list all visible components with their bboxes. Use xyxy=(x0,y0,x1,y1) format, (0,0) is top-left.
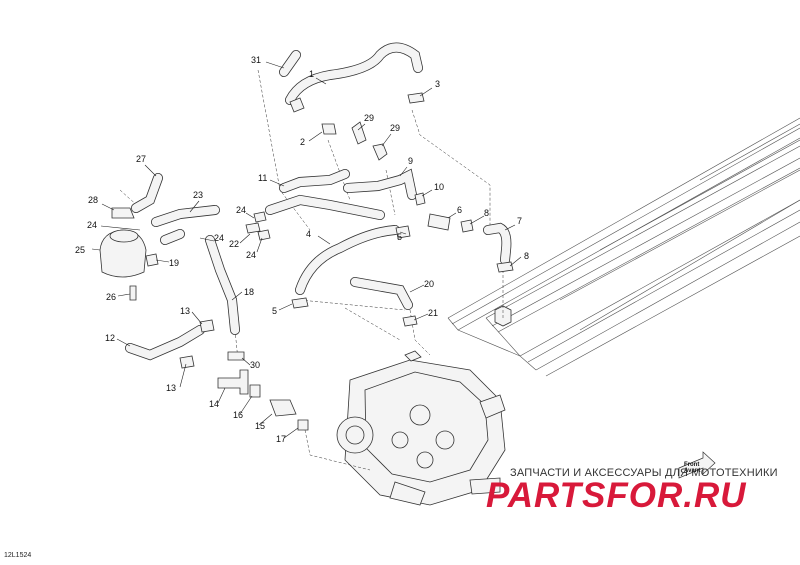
callout-14: 14 xyxy=(209,399,219,409)
callout-29a: 29 xyxy=(364,113,374,123)
callout-24a: 24 xyxy=(87,220,97,230)
clamp-13b xyxy=(179,355,195,369)
fitting-22 xyxy=(245,222,261,234)
hose-4 xyxy=(295,225,400,295)
callout-11: 11 xyxy=(258,173,267,183)
clamp-5b xyxy=(291,297,309,309)
front-label: Front xyxy=(684,462,699,468)
callout-1: 1 xyxy=(309,69,314,79)
hose-1 xyxy=(285,42,423,105)
reservoir-25 xyxy=(99,229,147,278)
hose-27 xyxy=(131,173,163,213)
callout-23: 23 xyxy=(193,190,203,200)
clamp-29a xyxy=(351,121,367,145)
arrow-icon xyxy=(678,451,716,479)
callout-13a: 13 xyxy=(180,306,190,316)
callout-9: 9 xyxy=(408,156,413,166)
diagram-id: 12L1524 xyxy=(4,552,32,559)
hose-23 xyxy=(151,205,220,227)
sleeve-15 xyxy=(269,399,297,417)
callout-2: 2 xyxy=(300,137,305,147)
clamp-30 xyxy=(227,351,245,361)
callout-18: 18 xyxy=(244,287,254,297)
callout-15: 15 xyxy=(255,421,265,431)
callout-3: 3 xyxy=(435,79,440,89)
callout-24b: 24 xyxy=(214,233,224,243)
callout-21: 21 xyxy=(428,308,438,318)
callout-5b: 5 xyxy=(272,306,277,316)
clamp-5a xyxy=(395,225,411,239)
clamp-2 xyxy=(321,123,337,135)
callout-6: 6 xyxy=(457,205,462,215)
hose-24a xyxy=(160,229,185,245)
callout-30: 30 xyxy=(250,360,260,370)
fitting-24c xyxy=(253,211,267,223)
callout-8a: 8 xyxy=(484,208,489,218)
hose-4b xyxy=(265,194,385,220)
watermark-logo: PARTSFOR.RU xyxy=(486,476,747,515)
hose-12 xyxy=(125,325,205,361)
hose-18 xyxy=(205,235,240,335)
clamp-16 xyxy=(249,384,261,398)
hose-7 xyxy=(483,222,512,265)
clamp-19 xyxy=(145,253,159,267)
avant-label: Avant xyxy=(684,468,700,474)
clamp-17 xyxy=(297,419,309,431)
callout-22: 22 xyxy=(229,239,239,249)
fitting-6 xyxy=(427,213,451,231)
callout-29b: 29 xyxy=(390,123,400,133)
callout-28: 28 xyxy=(88,195,98,205)
callout-27: 27 xyxy=(136,154,146,164)
callout-31: 31 xyxy=(251,55,261,65)
callout-5a: 5 xyxy=(397,232,402,242)
callout-10: 10 xyxy=(434,182,444,192)
callout-leaders xyxy=(91,61,522,439)
callout-25: 25 xyxy=(75,245,85,255)
tee-fitting-14 xyxy=(217,369,249,395)
clamp-13a xyxy=(199,319,215,333)
hose-31 xyxy=(279,50,301,77)
clamp-29b xyxy=(372,143,388,161)
callout-13b: 13 xyxy=(166,383,176,393)
hose-20 xyxy=(350,277,413,310)
callout-8b: 8 xyxy=(524,251,529,261)
clamp-2b xyxy=(289,97,305,113)
callout-20: 20 xyxy=(424,279,434,289)
callout-19: 19 xyxy=(169,258,179,268)
hose-11 xyxy=(279,169,350,193)
callout-16: 16 xyxy=(233,410,243,420)
heat-exchanger-tunnel xyxy=(447,117,800,377)
cap-28 xyxy=(111,207,135,219)
clamp-8b xyxy=(496,261,514,273)
front-direction-marker: Front Avant xyxy=(678,451,716,479)
callout-17: 17 xyxy=(276,434,286,444)
callout-7: 7 xyxy=(517,216,522,226)
engine xyxy=(336,350,506,506)
callout-4: 4 xyxy=(306,229,311,239)
callout-12: 12 xyxy=(105,333,115,343)
hose-9 xyxy=(343,168,417,200)
clamp-21 xyxy=(402,315,418,327)
callout-24c: 24 xyxy=(236,205,246,215)
callout-numbers: 31 1 3 2 29 29 27 9 11 10 28 23 6 8 7 24… xyxy=(75,55,529,444)
bolt-26 xyxy=(129,285,137,301)
callout-24d: 24 xyxy=(246,250,256,260)
watermark-caption: ЗАПЧАСТИ И АКСЕССУАРЫ ДЛЯ МОТОТЕХНИКИ xyxy=(510,467,778,479)
callout-26: 26 xyxy=(106,292,116,302)
clamp-8a xyxy=(460,219,474,233)
fitting-24d xyxy=(257,229,271,241)
clamp-3 xyxy=(407,92,425,104)
